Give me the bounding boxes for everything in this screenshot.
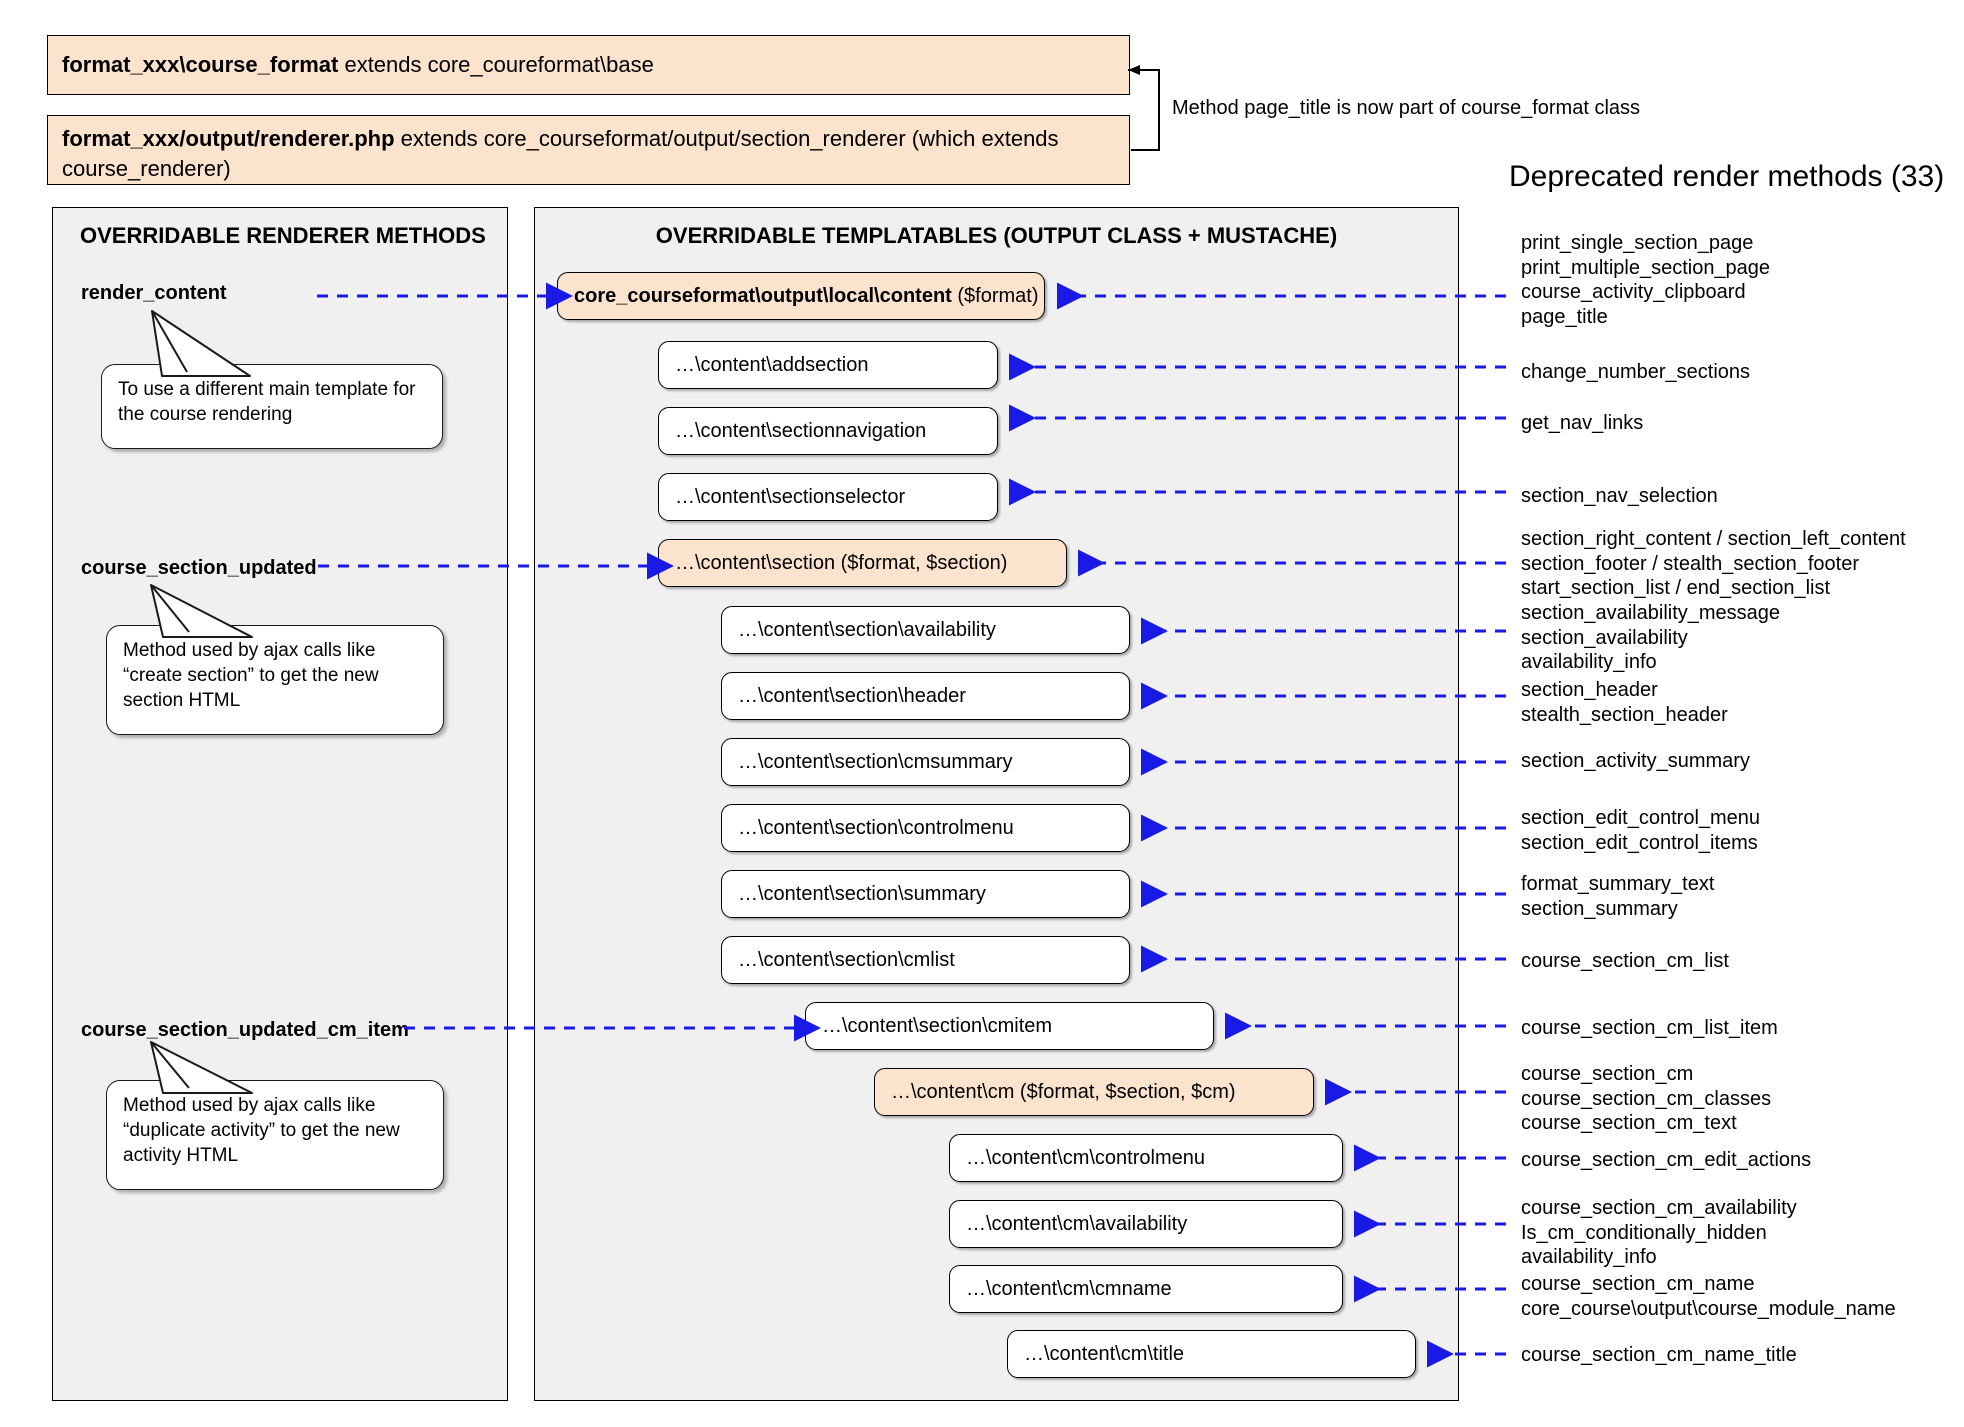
deprecated-method: course_section_cm_availability bbox=[1521, 1197, 1797, 1219]
renderer-method-course-section-updated-cm-item[interactable]: course_section_updated_cm_item bbox=[81, 1019, 409, 1041]
deprecated-group-14: course_section_cm_availability Is_cm_con… bbox=[1521, 1196, 1797, 1270]
deprecated-render-methods-title: Deprecated render methods (33) bbox=[1509, 160, 1945, 193]
templatable-box-cm-availability[interactable]: …\content\cm\availability bbox=[949, 1200, 1343, 1248]
deprecated-method: course_section_cm_edit_actions bbox=[1521, 1149, 1812, 1171]
deprecated-method: start_section_list / end_section_list bbox=[1521, 577, 1831, 599]
deprecated-method: section_summary bbox=[1521, 897, 1678, 920]
class-box-2-bold: format_xxx/output/renderer.php bbox=[62, 126, 395, 151]
deprecated-method: section_availability_message bbox=[1521, 602, 1781, 624]
deprecated-group-4: section_right_content / section_left_con… bbox=[1521, 527, 1906, 601]
deprecated-method: format_summary_text bbox=[1521, 873, 1715, 895]
templatable-box-section-cmitem[interactable]: …\content\section\cmitem bbox=[805, 1002, 1214, 1050]
deprecated-group-9: format_summary_text section_summary bbox=[1521, 872, 1714, 921]
deprecated-method: print_single_section_page bbox=[1521, 232, 1754, 254]
deprecated-method: section_activity_summary bbox=[1521, 750, 1750, 772]
deprecated-method: stealth_section_header bbox=[1521, 703, 1728, 726]
deprecated-method: Is_cm_conditionally_hidden bbox=[1521, 1221, 1767, 1244]
templatable-box-addsection[interactable]: …\content\addsection bbox=[658, 341, 998, 389]
deprecated-group-8: section_edit_control_menu section_edit_c… bbox=[1521, 806, 1760, 855]
templatable-box-section-header[interactable]: …\content\section\header bbox=[721, 672, 1130, 720]
deprecated-group-0: print_single_section_page print_multiple… bbox=[1521, 231, 1770, 329]
deprecated-group-6: section_header stealth_section_header bbox=[1521, 678, 1728, 727]
callout-course-section-updated: Method used by ajax calls like “create s… bbox=[106, 625, 444, 735]
templatable-box-section-summary[interactable]: …\content\section\summary bbox=[721, 870, 1130, 918]
templatable-box-cm-cmname[interactable]: …\content\cm\cmname bbox=[949, 1265, 1343, 1313]
class-box-renderer-php: format_xxx/output/renderer.php extends c… bbox=[47, 115, 1130, 185]
deprecated-method: course_section_cm_name_title bbox=[1521, 1344, 1797, 1366]
deprecated-group-10: course_section_cm_list bbox=[1521, 949, 1729, 974]
deprecated-group-7: section_activity_summary bbox=[1521, 749, 1750, 774]
deprecated-group-13: course_section_cm_edit_actions bbox=[1521, 1148, 1811, 1173]
templatable-box-section-cmsummary[interactable]: …\content\section\cmsummary bbox=[721, 738, 1130, 786]
deprecated-group-12: course_section_cm course_section_cm_clas… bbox=[1521, 1062, 1771, 1136]
templatable-box-content-bold: core_courseformat\output\local\content bbox=[574, 285, 952, 307]
deprecated-method: get_nav_links bbox=[1521, 412, 1644, 434]
templatable-box-sectionnavigation[interactable]: …\content\sectionnavigation bbox=[658, 407, 998, 455]
deprecated-group-16: course_section_cm_name_title bbox=[1521, 1343, 1797, 1368]
deprecated-method: print_multiple_section_page bbox=[1521, 256, 1771, 279]
deprecated-method: course_section_cm bbox=[1521, 1063, 1694, 1085]
deprecated-group-2: get_nav_links bbox=[1521, 411, 1643, 436]
bracket-note: Method page_title is now part of course_… bbox=[1172, 97, 1641, 119]
templatable-box-cm-controlmenu[interactable]: …\content\cm\controlmenu bbox=[949, 1134, 1343, 1182]
deprecated-method: course_activity_clipboard bbox=[1521, 281, 1746, 303]
deprecated-method: section_edit_control_menu bbox=[1521, 807, 1761, 829]
deprecated-method: course_section_cm_text bbox=[1521, 1112, 1737, 1134]
templatable-box-section[interactable]: …\content\section ($format, $section) bbox=[658, 539, 1067, 587]
templatable-box-sectionselector[interactable]: …\content\sectionselector bbox=[658, 473, 998, 521]
center-panel-title: OVERRIDABLE TEMPLATABLES (OUTPUT CLASS +… bbox=[655, 223, 1338, 248]
templatable-box-content-rest: ($format) bbox=[951, 285, 1039, 307]
deprecated-group-15: course_section_cm_name core_course\outpu… bbox=[1521, 1272, 1896, 1321]
class-box-2-rest: extends core_courseformat/output/section… bbox=[62, 126, 1059, 181]
deprecated-method: section_edit_control_items bbox=[1521, 831, 1758, 854]
deprecated-method: availability_info bbox=[1521, 651, 1657, 673]
deprecated-method: section_right_content / section_left_con… bbox=[1521, 528, 1906, 550]
deprecated-method: section_footer / stealth_section_footer bbox=[1521, 552, 1859, 575]
deprecated-group-11: course_section_cm_list_item bbox=[1521, 1016, 1778, 1041]
deprecated-method: section_nav_selection bbox=[1521, 485, 1718, 507]
deprecated-method: section_header bbox=[1521, 679, 1658, 701]
deprecated-method: course_section_cm_list_item bbox=[1521, 1017, 1778, 1039]
left-panel-title: OVERRIDABLE RENDERER METHODS bbox=[80, 223, 486, 248]
class-box-1-bold: format_xxx\course_format bbox=[62, 52, 339, 77]
deprecated-method: course_section_cm_name bbox=[1521, 1273, 1755, 1295]
deprecated-method: course_section_cm_classes bbox=[1521, 1087, 1772, 1110]
callout-course-section-updated-cm-item: Method used by ajax calls like “duplicat… bbox=[106, 1080, 444, 1190]
deprecated-group-3: section_nav_selection bbox=[1521, 484, 1718, 509]
class-box-1-rest: extends core_coureformat\base bbox=[338, 52, 654, 77]
templatable-box-section-cmlist[interactable]: …\content\section\cmlist bbox=[721, 936, 1130, 984]
callout-render-content: To use a different main template for the… bbox=[101, 364, 443, 449]
renderer-method-course-section-updated[interactable]: course_section_updated bbox=[81, 557, 317, 579]
deprecated-method: core_course\output\course_module_name bbox=[1521, 1297, 1896, 1320]
templatable-box-cm-title[interactable]: …\content\cm\title bbox=[1007, 1330, 1416, 1378]
deprecated-method: section_availability bbox=[1521, 626, 1688, 649]
deprecated-group-5: section_availability_message section_ava… bbox=[1521, 601, 1780, 675]
renderer-method-render-content[interactable]: render_content bbox=[81, 282, 227, 304]
templatable-box-section-availability[interactable]: …\content\section\availability bbox=[721, 606, 1130, 654]
deprecated-group-1: change_number_sections bbox=[1521, 360, 1750, 385]
deprecated-method: change_number_sections bbox=[1521, 361, 1751, 383]
bracket-connector bbox=[1128, 65, 1160, 151]
templatable-box-content[interactable]: core_courseformat\output\local\content (… bbox=[557, 272, 1045, 320]
templatable-box-section-controlmenu[interactable]: …\content\section\controlmenu bbox=[721, 804, 1130, 852]
class-box-course-format: format_xxx\course_format extends core_co… bbox=[47, 35, 1130, 95]
templatable-box-cm[interactable]: …\content\cm ($format, $section, $cm) bbox=[874, 1068, 1314, 1116]
deprecated-method: page_title bbox=[1521, 305, 1608, 328]
deprecated-method: course_section_cm_list bbox=[1521, 950, 1729, 972]
deprecated-method: availability_info bbox=[1521, 1246, 1657, 1268]
